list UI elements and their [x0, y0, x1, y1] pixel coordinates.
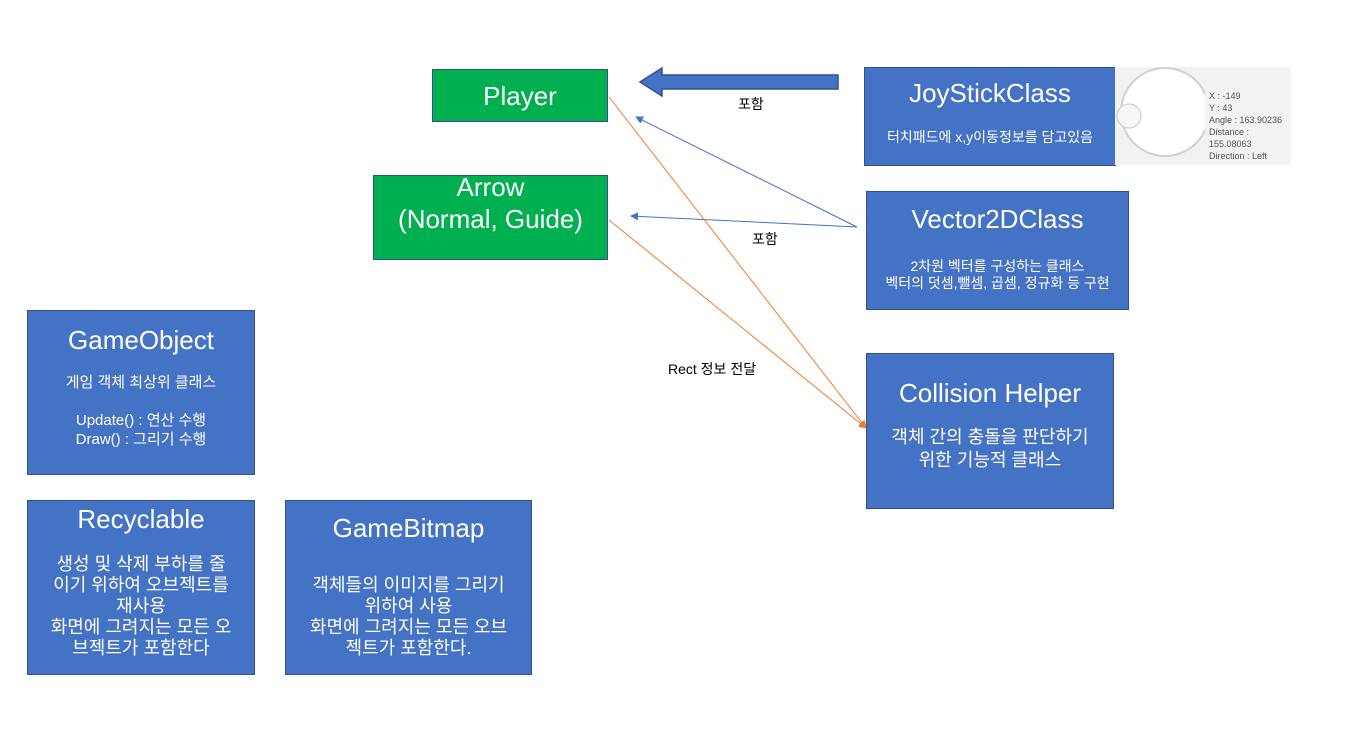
- collision-title: Collision Helper: [898, 378, 1082, 408]
- vector2d-title: Vector2DClass: [911, 204, 1084, 234]
- collision-helper-node: Collision Helper 객체 간의 충돌을 판단하기 위한 기능적 클…: [866, 353, 1114, 509]
- joystick-distance-value: 155.08063: [1209, 139, 1252, 149]
- joystick-x: X : -149: [1209, 91, 1241, 101]
- edge-label-joystick-includes: 포함: [738, 96, 764, 112]
- gameobject-node: GameObject 게임 객체 최상위 클래스 Update() : 연산 수…: [27, 310, 255, 475]
- edge-label-vector-includes: 포함: [752, 231, 778, 247]
- gameobject-method-update: Update() : 연산 수행: [75, 412, 207, 429]
- vector2d-node: Vector2DClass 2차원 벡터를 구성하는 클래스 벡터의 덧셈,뺄셈…: [866, 191, 1129, 310]
- joystick-node: JoyStickClass 터치패드에 x,y이동정보를 담고있음: [864, 67, 1116, 166]
- joystick-desc: 터치패드에 x,y이동정보를 담고있음: [887, 129, 1093, 145]
- vector2d-desc-line1: 2차원 벡터를 구성하는 클래스: [910, 258, 1085, 274]
- joystick-angle: Angle : 163.90236: [1209, 115, 1283, 125]
- joystick-y: Y : 43: [1209, 103, 1233, 113]
- joystick-title: JoyStickClass: [909, 78, 1071, 108]
- joystick-preview: X : -149 Y : 43 Angle : 163.90236 Distan…: [1115, 67, 1291, 165]
- edge-player-to-collision: [608, 96, 867, 429]
- recyclable-node: Recyclable 생성 및 삭제 부하를 줄 이기 위하여 오브젝트를 재사…: [27, 500, 255, 675]
- vector2d-desc-line2: 벡터의 덧셈,뺄셈, 곱셈, 정규화 등 구현: [885, 275, 1110, 291]
- gameobject-desc: 게임 객체 최상위 클래스: [65, 374, 217, 391]
- arrow-title: Arrow: [456, 172, 525, 202]
- joystick-readout: X : -149 Y : 43 Angle : 163.90236 Distan…: [1209, 90, 1289, 162]
- arrow-subtitle: (Normal, Guide): [398, 204, 583, 234]
- edge-arrow-to-collision: [608, 219, 867, 429]
- edge-label-rect-info: Rect 정보 전달: [668, 361, 757, 377]
- joystick-distance-label: Distance :: [1209, 127, 1250, 137]
- joystick-direction: Direction : Left: [1209, 151, 1268, 161]
- recyclable-desc: 생성 및 삭제 부하를 줄 이기 위하여 오브젝트를 재사용 화면에 그려지는 …: [50, 554, 232, 658]
- gamebitmap-title: GameBitmap: [332, 513, 485, 543]
- recyclable-title: Recyclable: [77, 504, 205, 534]
- joystick-pad-icon: [1116, 67, 1205, 157]
- edge-vector-to-player: [635, 116, 858, 228]
- gamebitmap-desc: 객체들의 이미지를 그리기 위하여 사용 화면에 그려지는 모든 오브 젝트가 …: [309, 575, 508, 658]
- block-arrow-joystick-to-player: [638, 66, 839, 98]
- player-node: Player: [432, 69, 608, 122]
- player-title: Player: [483, 80, 557, 111]
- gamebitmap-node: GameBitmap 객체들의 이미지를 그리기 위하여 사용 화면에 그려지는…: [285, 500, 532, 675]
- gameobject-method-draw: Draw() : 그리기 수행: [75, 431, 207, 448]
- arrow-node: Arrow (Normal, Guide): [373, 172, 608, 260]
- collision-desc-line1: 객체 간의 충돌을 판단하기: [891, 427, 1089, 447]
- gameobject-title: GameObject: [68, 325, 214, 355]
- edge-vector-to-arrow: [630, 212, 858, 228]
- collision-desc-line2: 위한 기능적 클래스: [918, 450, 1062, 470]
